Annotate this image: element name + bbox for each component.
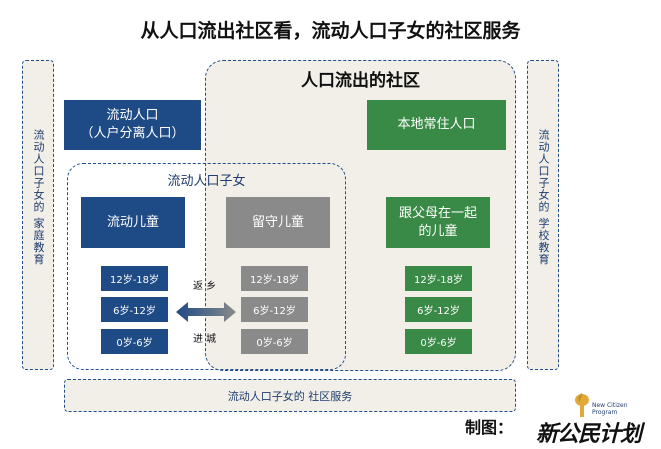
page-title: 从人口流出社区看，流动人口子女的社区服务 — [140, 20, 521, 42]
migrant-children-label: 流动儿童 — [106, 214, 159, 230]
age-box: 12岁-18岁 — [405, 266, 472, 291]
children-area-title: 流动人口子女 — [167, 174, 246, 189]
logo-mark — [574, 393, 590, 419]
age-box: 0岁-6岁 — [101, 329, 168, 354]
age-box: 6岁-12岁 — [101, 297, 168, 322]
enter-city-label: 进 城 — [193, 334, 217, 345]
local-residents-box: 本地常住人口 — [367, 100, 506, 150]
local-residents-label: 本地常住人口 — [397, 117, 476, 132]
mushroom-logo-icon — [575, 393, 589, 417]
age-box: 6岁-12岁 — [241, 297, 308, 322]
logo-wordmark: 新公民计划 — [536, 421, 642, 447]
return-home-label: 返 乡 — [193, 281, 217, 292]
left-behind-children-label: 留守儿童 — [251, 214, 304, 230]
logo-subtext: New Citizen Program — [592, 402, 628, 416]
age-box: 0岁-6岁 — [241, 329, 308, 354]
age-box: 12岁-18岁 — [101, 266, 168, 291]
children-area — [67, 163, 346, 370]
community-title: 人口流出的社区 — [301, 71, 420, 91]
left-side-panel: 流动人口子女的 家庭教育 — [22, 60, 54, 370]
migrant-population-box: 流动人口 （人户分离人口） — [64, 100, 201, 150]
credit-label: 制图： — [465, 418, 514, 437]
left-side-text: 流动人口子女的 家庭教育 — [32, 129, 45, 266]
right-side-panel: 流动人口子女的 学校教育 — [527, 60, 559, 370]
community-service-label: 流动人口子女的 社区服务 — [227, 389, 353, 403]
children-with-parents-line1: 跟父母在一起 — [398, 205, 477, 221]
children-with-parents-line2: 的儿童 — [418, 223, 458, 239]
logo-subtext-line2: Program — [592, 409, 618, 416]
age-box: 0岁-6岁 — [405, 329, 472, 354]
migrant-population-line1: 流动人口 — [106, 108, 159, 123]
migrant-population-line2: （人户分离人口） — [80, 126, 185, 141]
age-box: 12岁-18岁 — [241, 266, 308, 291]
right-side-text: 流动人口子女的 学校教育 — [537, 129, 550, 266]
age-box: 6岁-12岁 — [405, 297, 472, 322]
migrant-children-box: 流动儿童 — [81, 197, 185, 248]
left-behind-children-box: 留守儿童 — [226, 197, 330, 248]
children-with-parents-box: 跟父母在一起 的儿童 — [386, 197, 490, 248]
logo-subtext-line1: New Citizen — [592, 402, 628, 409]
community-service-bar: 流动人口子女的 社区服务 — [64, 379, 516, 412]
double-arrow-icon — [176, 302, 236, 322]
